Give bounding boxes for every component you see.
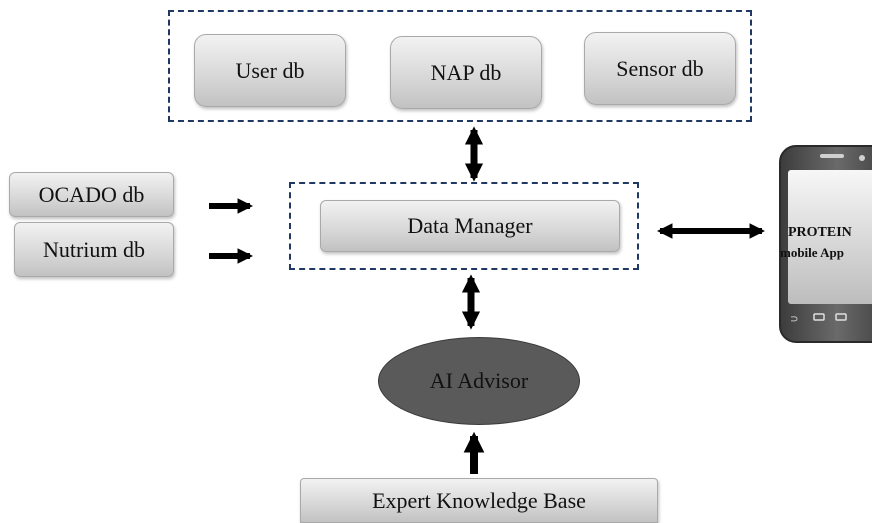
ocado-db-box[interactable]: OCADO db <box>9 172 174 217</box>
nap-db-box[interactable]: NAP db <box>390 36 542 109</box>
ai-advisor-node[interactable]: AI Advisor <box>378 337 580 425</box>
data-manager-group <box>289 182 639 270</box>
sensor-db-box[interactable]: Sensor db <box>584 32 736 105</box>
user-db-label: User db <box>235 57 305 83</box>
knowledge-base-label: Expert Knowledge Base <box>372 487 586 513</box>
ocado-db-label: OCADO db <box>38 181 145 207</box>
sensor-db-label: Sensor db <box>616 55 704 81</box>
knowledge-base-box[interactable]: Expert Knowledge Base <box>300 478 658 523</box>
database-group <box>168 10 752 122</box>
nap-db-label: NAP db <box>430 59 502 85</box>
nutrium-db-label: Nutrium db <box>42 236 146 262</box>
phone-app-subtitle: mobile App <box>780 245 844 260</box>
ai-advisor-label: AI Advisor <box>429 368 529 393</box>
nutrium-db-box[interactable]: Nutrium db <box>14 222 174 277</box>
data-manager-box[interactable]: Data Manager <box>320 200 620 252</box>
data-manager-label: Data Manager <box>407 213 533 238</box>
user-db-box[interactable]: User db <box>194 34 346 107</box>
svg-text:⊃: ⊃ <box>790 314 798 325</box>
phone-app-name: PROTEIN <box>788 225 852 240</box>
phone-icon: ⊃ <box>779 145 872 343</box>
mobile-phone: ⊃ PROTEIN mobile App <box>778 144 872 344</box>
